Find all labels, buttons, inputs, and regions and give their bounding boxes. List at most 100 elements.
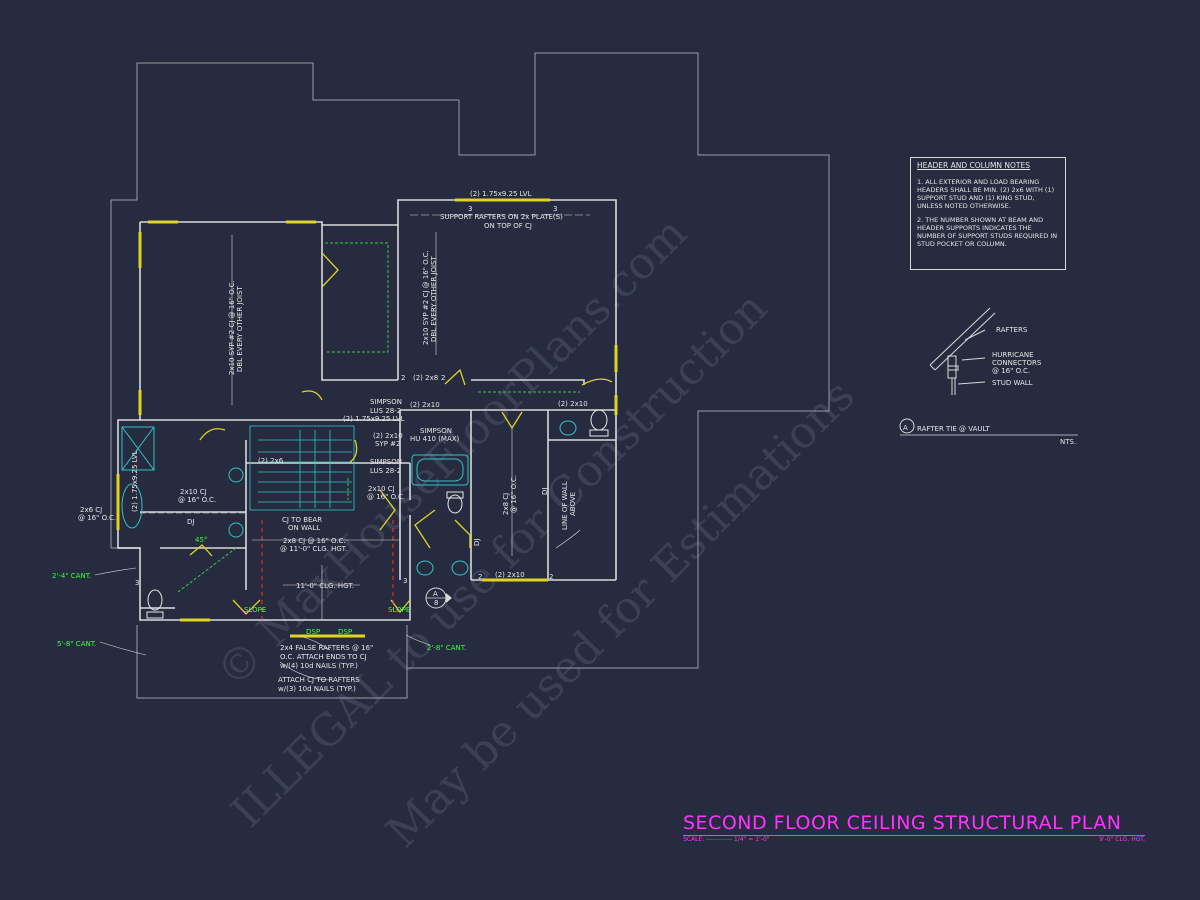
label-false-rafters-1: 2x4 FALSE RAFTERS @ 16" xyxy=(280,644,373,652)
label-slope-2: SLOPE xyxy=(388,606,410,614)
label-stud-count-6: 3 xyxy=(403,577,407,585)
label-stud-count-1: 3 xyxy=(468,205,472,213)
note-item-1: 1. ALL EXTERIOR AND LOAD BEARING HEADERS… xyxy=(917,178,1055,210)
label-clg-hgt-2: 11'-0" CLG. HGT. xyxy=(296,582,354,590)
label-stud-count-8: 2 xyxy=(549,573,553,581)
toilet-icon-3 xyxy=(589,409,609,437)
detail-label-rafters: RAFTERS xyxy=(996,326,1028,334)
bathtub-icon xyxy=(411,454,469,486)
door-6 xyxy=(199,428,226,441)
label-cj-to-bear: CJ TO BEAR xyxy=(282,516,322,524)
label-cant-1: 2'-4" CANT. xyxy=(52,572,91,580)
label-cj-left-small: 2x6 CJ xyxy=(80,506,102,514)
label-attach-2: w/(3) 10d NAILS (TYP.) xyxy=(278,685,356,693)
toilets xyxy=(146,409,609,619)
toilet-icon-1 xyxy=(146,589,164,619)
doors xyxy=(189,252,613,615)
label-syp-2: SYP #2 xyxy=(375,440,400,448)
sink-icon-4 xyxy=(451,560,469,576)
label-cj-2x10-b-oc: @ 16" O.C. xyxy=(367,493,405,501)
label-lus-28-2b: LUS 28-2 xyxy=(370,467,401,475)
label-cj-2x8-2: @ 16" O.C. xyxy=(510,475,518,513)
label-cant-3: 2'-8" CANT. xyxy=(427,644,466,652)
label-deg-45: 45° xyxy=(195,536,207,544)
sink-icon-3 xyxy=(416,560,434,576)
span-lines xyxy=(140,214,590,620)
label-stud-count-2: 3 xyxy=(553,205,557,213)
detail-label-oc: @ 16" O.C. xyxy=(992,367,1030,375)
label-lvl-top: (2) 1.75x9.25 LVL xyxy=(470,190,532,198)
door-3 xyxy=(444,368,466,386)
detail-title: RAFTER TIE @ VAULT xyxy=(917,425,990,433)
label-dj-3: DJ xyxy=(473,539,481,546)
label-stud-count-3: 2 xyxy=(401,374,405,382)
rafter-tie-detail: RAFTERS HURRICANE CONNECTORS @ 16" O.C. … xyxy=(899,307,1078,446)
section-marker-letter: A xyxy=(433,590,438,598)
label-above: ABOVE xyxy=(569,492,577,516)
label-dj-1: DJ xyxy=(187,518,194,526)
title-block-scale-row: SCALE: ------------ 1/4" = 1'-0" 9'-0" C… xyxy=(683,836,1145,843)
label-cj-right-2: DBL EVERY OTHER JOIST xyxy=(430,255,438,342)
shower-icon xyxy=(121,426,155,471)
watermark: © MaxHouseFloorPlans.com ILLEGAL to use … xyxy=(207,208,865,858)
label-stud-count-4: 2 xyxy=(441,374,445,382)
label-on-top-of-cj: ON TOP OF CJ xyxy=(484,222,532,230)
tub-icon xyxy=(121,483,143,529)
label-h-2x8: (2) 2x8 xyxy=(413,374,438,382)
detail-nts: NTS. xyxy=(1060,438,1076,446)
label-cj-2x10-a: 2x10 CJ xyxy=(180,488,207,496)
notes-heading: HEADER AND COLUMN NOTES xyxy=(917,161,1031,170)
door-2 xyxy=(301,390,323,401)
label-simpson-2: SIMPSON xyxy=(370,458,402,466)
label-dj-2: DJ xyxy=(541,488,549,495)
label-h-2x10-b: (2) 2x10 xyxy=(558,400,588,408)
label-support-rafters: SUPPORT RAFTERS ON 2x PLATE(S) xyxy=(440,213,563,221)
label-cj-left-small-2: @ 16" O.C. xyxy=(78,514,116,522)
label-false-rafters-3: w/(4) 10d NAILS (TYP.) xyxy=(280,662,358,670)
detail-label-stud-wall: STUD WALL xyxy=(992,379,1033,387)
label-false-rafters-2: O.C. ATTACH ENDS TO CJ xyxy=(280,653,367,661)
stairs xyxy=(249,425,355,511)
label-h-2x10-a: (2) 2x10 xyxy=(410,401,440,409)
leader-lines xyxy=(94,529,581,681)
label-simpson-hu: SIMPSON xyxy=(420,427,452,435)
windows xyxy=(116,198,618,638)
label-h-2x6: (2) 2x6 xyxy=(258,457,284,465)
label-lvl-mid: (2) 1.75x9.25 LVL xyxy=(343,415,405,423)
section-marker: A 8 xyxy=(425,587,452,609)
label-cj-left-1: 2x10 SYP #2 CJ @ 16" O.C. xyxy=(228,280,236,375)
label-h-2x10-syp: (2) 2x10 xyxy=(373,432,403,440)
note-item-2: 2. THE NUMBER SHOWN AT BEAM AND HEADER S… xyxy=(917,216,1058,248)
detail-label-connectors: CONNECTORS xyxy=(992,359,1042,367)
plan-labels: (2) 1.75x9.25 LVL SUPPORT RAFTERS ON 2x … xyxy=(52,190,588,693)
label-dsp-1: DSP xyxy=(306,628,320,636)
scale-label: SCALE: ------------ 1/4" = 1'-0" xyxy=(683,836,770,843)
label-cj-2x8: 2x8 CJ xyxy=(502,493,510,515)
door-12 xyxy=(349,439,358,463)
sink-icon-1 xyxy=(228,467,244,483)
label-dsp-2: DSP xyxy=(338,628,352,636)
detail-badge-letter: A xyxy=(903,424,908,432)
sink-icon-5 xyxy=(559,420,577,436)
fixtures xyxy=(121,420,577,576)
section-marker-number: 8 xyxy=(434,599,438,607)
label-on-wall: ON WALL xyxy=(288,524,320,532)
label-stud-count-7: 2 xyxy=(478,573,482,581)
label-cj-2x10-b: 2x10 CJ xyxy=(368,485,395,493)
label-lvl-left: (2) 1.75x9.25 LVL xyxy=(131,450,139,512)
door-8 xyxy=(454,519,471,548)
label-h-2x10-bottom: (2) 2x10 xyxy=(495,571,525,579)
label-cant-2: 5'-8" CANT. xyxy=(57,640,96,648)
label-slope-1: SLOPE xyxy=(244,606,266,614)
ceiling-height-label: 9'-0" CLG. HGT. xyxy=(1099,836,1145,843)
door-9 xyxy=(232,599,261,615)
label-attach-1: ATTACH CJ TO RAFTERS xyxy=(278,676,360,684)
label-hu-410: HU 410 (MAX) xyxy=(410,435,460,443)
label-cj-2x8-main: 2x8 CJ @ 16" O.C. xyxy=(283,537,346,545)
label-line-of-wall: LINE OF WALL xyxy=(561,481,569,530)
door-1 xyxy=(321,252,339,288)
label-cj-right-1: 2x10 SYP #2 CJ @ 16" O.C. xyxy=(422,250,430,345)
exterior-walls xyxy=(117,199,617,621)
label-cj-2x10-a-oc: @ 16" O.C. xyxy=(178,496,216,504)
detail-badge-circle xyxy=(899,418,915,434)
